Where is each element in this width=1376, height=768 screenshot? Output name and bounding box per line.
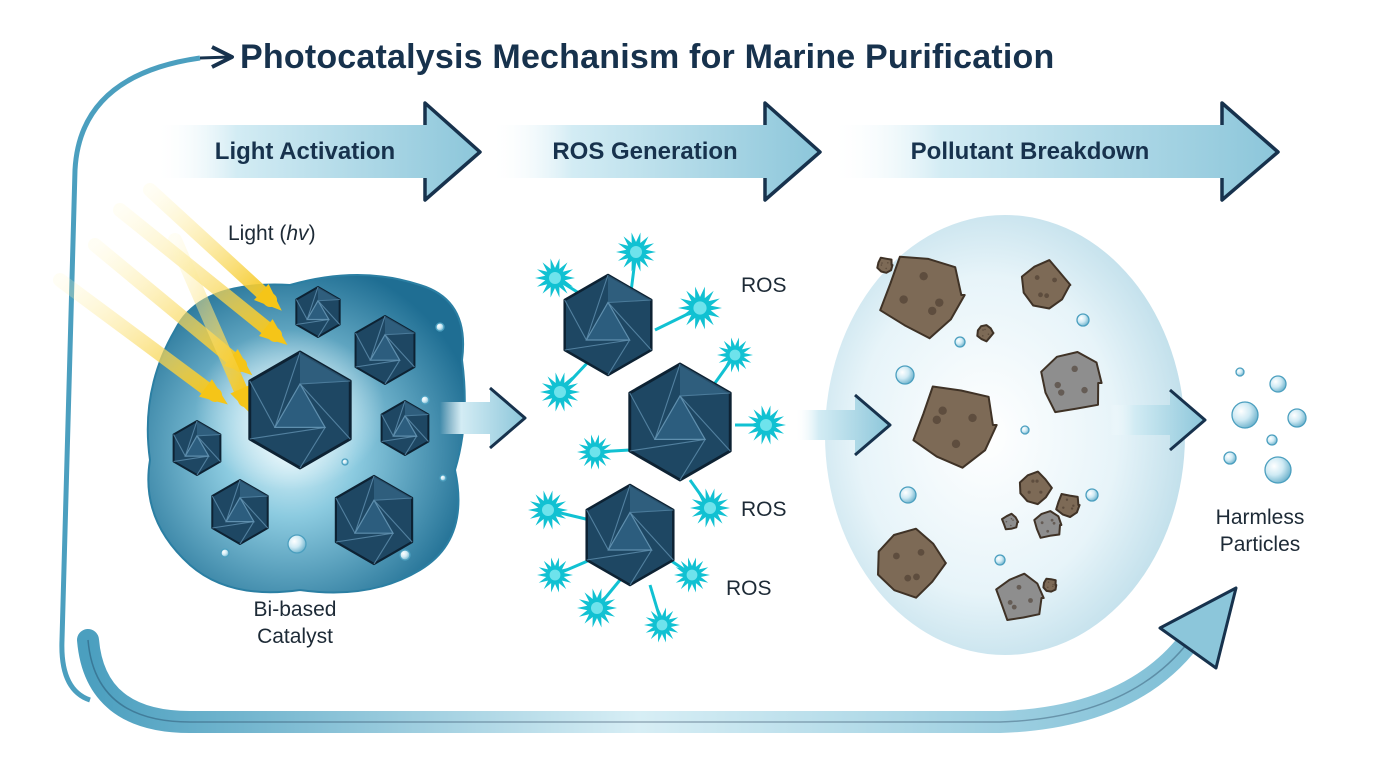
light-ray-head <box>254 284 282 311</box>
starburst-ros-icon <box>644 607 680 643</box>
starburst-ros-icon <box>577 588 617 628</box>
light-ray-head <box>224 349 253 376</box>
page-title: Photocatalysis Mechanism for Marine Puri… <box>240 38 1055 76</box>
pollutant-blob-icon <box>912 385 998 469</box>
light-ray-head <box>199 379 228 405</box>
ros-label-3: ROS <box>726 577 772 600</box>
pollutants <box>876 255 1103 621</box>
pollutant-blob-icon <box>876 256 894 274</box>
bubble-icon <box>220 548 230 558</box>
pollutant-blob-icon <box>1042 577 1058 593</box>
bubbles <box>220 313 1307 566</box>
pollutant-blob-icon <box>1055 493 1081 518</box>
pollutant-blob-icon <box>877 527 947 599</box>
bubble-icon <box>287 534 307 554</box>
bubble-icon <box>1269 375 1287 393</box>
flow-arrow-catalyst-to-ros <box>440 386 527 450</box>
bubble-icon <box>1076 313 1090 327</box>
starburst-ros-icon <box>577 434 613 470</box>
light-ray-head <box>230 384 252 415</box>
icosahedron-crystal-icon <box>628 362 732 482</box>
light-ray-icon <box>113 203 282 342</box>
bubble-icon <box>1264 456 1292 484</box>
bubble-icon <box>1235 367 1245 377</box>
light-ray-icon <box>168 233 252 407</box>
cycle-loop-arrow <box>59 45 1238 733</box>
step-arrow-pollutant-breakdown <box>830 101 1280 202</box>
bubble-icon <box>439 474 447 482</box>
starburst-ros-icon <box>746 405 786 445</box>
starburst-ros-icon <box>540 372 580 412</box>
flow-arrow-pollutants-to-harmless <box>1110 388 1207 452</box>
pollutant-blob-icon <box>1033 510 1063 539</box>
bubble-icon <box>1266 434 1278 446</box>
bubble-icon <box>895 365 915 385</box>
light-ray-icon <box>143 183 277 307</box>
bubble-icon <box>1231 401 1259 429</box>
icosahedron-crystal-icon <box>354 315 416 385</box>
starburst-ros-icon <box>678 286 722 330</box>
starburst-ros-icon <box>535 258 575 298</box>
icosahedron-crystal-icon <box>211 479 269 545</box>
pollutant-blob-icon <box>976 324 995 343</box>
crystals <box>172 273 732 587</box>
starburst-ros-icon <box>717 337 753 373</box>
step-arrow-ros-generation <box>490 101 822 202</box>
step-label-ros-generation: ROS Generation <box>552 138 738 165</box>
bubble-icon <box>1020 425 1030 435</box>
bubble-icon <box>435 322 445 332</box>
bubble-icon <box>399 549 411 561</box>
bubble-icon <box>1223 451 1237 465</box>
starburst-ros-icon <box>616 232 656 272</box>
catalyst-label: Bi-based Catalyst <box>253 598 337 648</box>
bubble-icon <box>420 395 430 405</box>
light-label: Light (hv) <box>228 222 316 245</box>
icosahedron-crystal-icon <box>172 420 222 476</box>
light-symbol: hv <box>286 222 309 245</box>
starburst-ros-icon <box>537 557 573 593</box>
pollutant-blob-icon <box>995 572 1045 621</box>
icosahedron-crystal-icon <box>248 350 352 470</box>
icosahedron-crystal-icon <box>563 273 653 377</box>
bubble-icon <box>994 554 1006 566</box>
light-ray-icon <box>53 273 222 402</box>
starburst-ros-icon <box>690 488 730 528</box>
bubble-icon <box>899 486 917 504</box>
step-arrow-light-activation <box>155 101 482 202</box>
pollutant-blob-icon <box>1040 351 1103 414</box>
icosahedron-crystal-icon <box>334 474 414 566</box>
pollutant-blob-icon <box>1018 470 1053 506</box>
flow-arrow-ros-to-pollutants <box>795 393 892 457</box>
ros-label-2: ROS <box>741 498 787 521</box>
harmless-label: Harmless Particles <box>1215 506 1305 556</box>
icosahedron-crystal-icon <box>585 483 675 587</box>
bubble-icon <box>954 336 966 348</box>
light-rays <box>53 183 288 415</box>
icosahedron-crystal-icon <box>295 286 341 338</box>
step-label-pollutant-breakdown: Pollutant Breakdown <box>910 138 1150 165</box>
bubble-icon <box>1287 408 1307 428</box>
bubble-icon <box>1085 488 1099 502</box>
starburst-ros-icon <box>674 557 710 593</box>
step-label-light-activation: Light Activation <box>214 138 396 165</box>
pollutant-blob-icon <box>1020 259 1072 310</box>
ros-label-1: ROS <box>741 274 787 297</box>
bubble-icon <box>341 458 349 466</box>
pollutant-blob-icon <box>879 255 966 340</box>
pollutant-blob-icon <box>1001 512 1020 531</box>
light-ray-head <box>259 319 288 346</box>
starburst-ros-icon <box>528 490 568 530</box>
icosahedron-crystal-icon <box>380 400 430 456</box>
